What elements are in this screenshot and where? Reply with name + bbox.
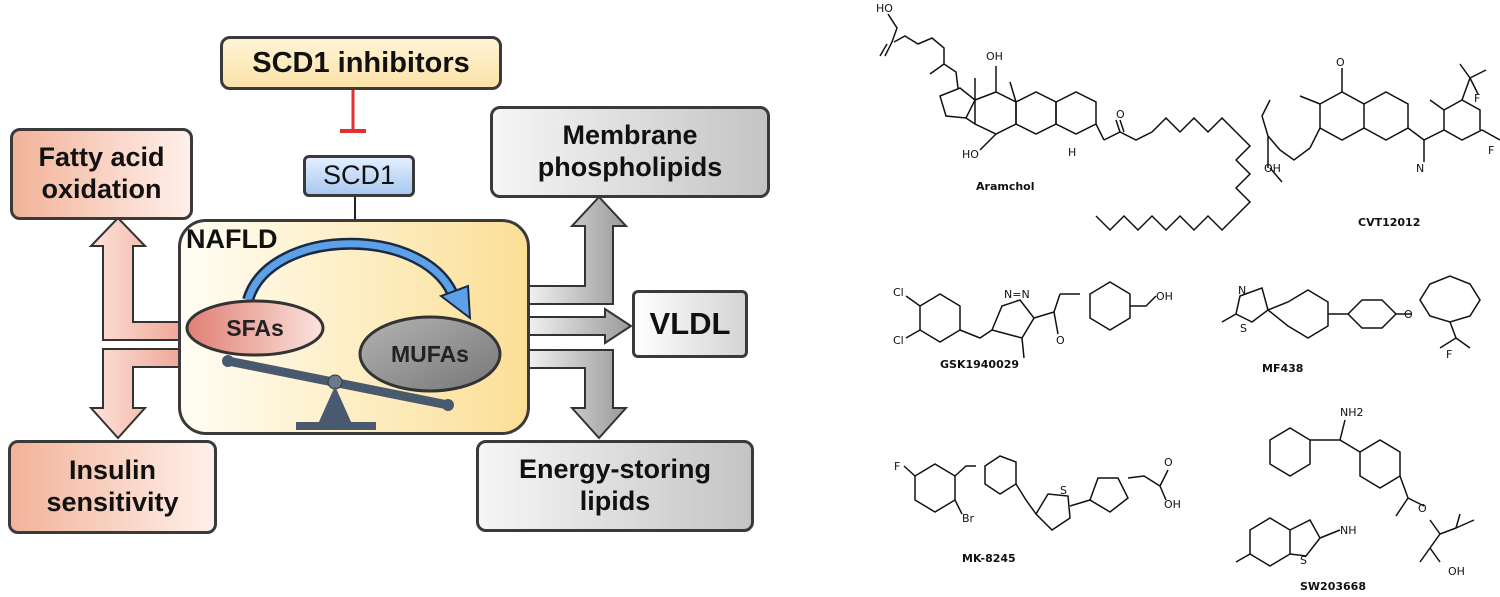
cvt12012-structure [1261,63,1500,183]
fatty-acid-oxidation-line1: Fatty acid [38,142,165,173]
energy-storing-lipids-line1: Energy-storing [518,454,712,485]
svg-text:S: S [1240,322,1247,335]
sw203668-label: SW203668 [1300,580,1366,593]
svg-text:S: S [1300,554,1307,567]
svg-text:O: O [1116,108,1125,121]
svg-text:F: F [1446,348,1452,361]
svg-text:OH: OH [1164,498,1181,511]
svg-text:O: O [1336,56,1345,69]
svg-text:O: O [1404,308,1413,321]
aramchol-label: Aramchol [976,180,1035,193]
insulin-sensitivity-line2: sensitivity [46,487,179,517]
membrane-phospholipids-line2: phospholipids [537,152,723,182]
vldl-box: VLDL [632,290,748,358]
balance-fulcrum [318,386,352,424]
mf438-label: MF438 [1262,362,1304,375]
gsk1940029-structure [905,281,1157,359]
insulin-sensitivity-line1: Insulin [69,455,156,486]
gsk1940029-label: GSK1940029 [940,358,1020,371]
arrow-to-vldl [526,307,633,345]
svg-text:Br: Br [962,512,975,525]
arrow-to-insulin-sensitivity [88,348,181,440]
mufas-ellipse [358,315,502,393]
mk8245-structure [903,455,1169,531]
scd1-box: SCD1 [303,155,415,197]
sfas-ellipse [185,299,325,357]
svg-text:N: N [1416,162,1424,175]
svg-text:F: F [1488,144,1494,157]
atom-labels: HO OH HO H O O OH N F F Cl Cl N=N O OH N… [876,2,1494,578]
svg-text:N=N: N=N [1004,288,1030,301]
svg-text:Cl: Cl [893,334,904,347]
svg-text:F: F [894,460,900,473]
membrane-phospholipids-line1: Membrane [562,120,698,151]
svg-text:O: O [1418,502,1427,515]
cvt12012-label: CVT12012 [1358,216,1421,229]
svg-text:NH: NH [1340,524,1357,537]
arrow-to-energy-storing-lipids [526,349,629,440]
svg-text:OH: OH [1264,162,1281,175]
svg-text:HO: HO [962,148,979,161]
fatty-acid-oxidation-line2: oxidation [41,174,162,204]
svg-text:Cl: Cl [893,286,904,299]
svg-text:H: H [1068,146,1076,159]
svg-text:HO: HO [876,2,893,15]
svg-text:S: S [1060,484,1067,497]
arrow-to-fatty-acid-oxidation [88,216,181,341]
arrow-to-membrane-phospholipids [526,195,629,305]
svg-text:OH: OH [1156,290,1173,303]
aramchol-structure [879,13,1252,232]
scd1-inhibitors-box: SCD1 inhibitors [220,36,502,90]
sw203668-structure [1235,419,1475,567]
svg-text:NH2: NH2 [1340,406,1364,419]
svg-text:N: N [1238,284,1246,297]
mf438-structure [1221,275,1481,349]
svg-text:OH: OH [986,50,1003,63]
mk8245-label: MK-8245 [962,552,1016,565]
sfas-label: SFAs [226,314,284,341]
energy-storing-lipids-line2: lipids [579,486,651,516]
mufas-label: MUFAs [391,340,469,367]
svg-text:F: F [1474,92,1480,105]
nafld-label: NAFLD [186,224,278,254]
svg-text:O: O [1056,334,1065,347]
svg-text:OH: OH [1448,565,1465,578]
svg-text:O: O [1164,456,1173,469]
